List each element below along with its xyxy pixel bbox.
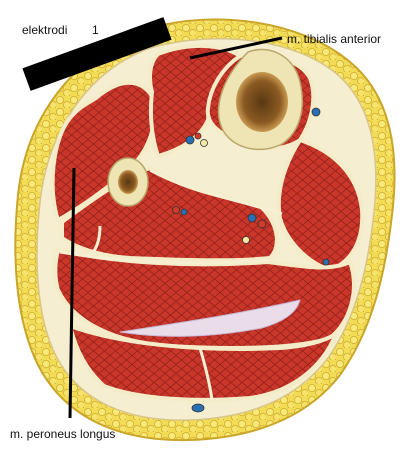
electrode-label: elektrodi xyxy=(22,24,67,36)
fibula-marrow xyxy=(118,170,138,194)
electrode-number: 1 xyxy=(92,24,99,36)
peroneus-label: m. peroneus longus xyxy=(10,428,115,440)
tibialis-label: m. tibialis anterior xyxy=(287,33,381,45)
tibia-marrow xyxy=(236,72,288,132)
